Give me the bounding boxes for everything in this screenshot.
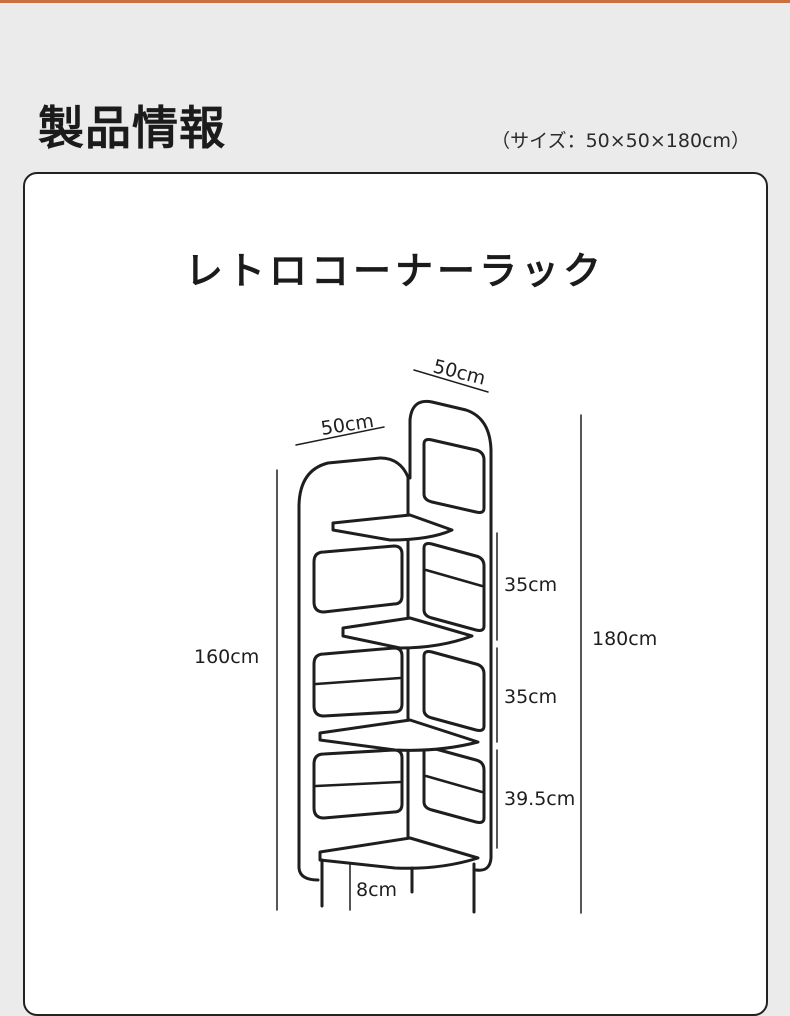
dim-label-leg: 8cm <box>356 879 397 901</box>
left-panel-rail-1 <box>314 676 402 686</box>
left-panel-window-2 <box>312 646 404 718</box>
size-note: （サイズ：50×50×180cm） <box>491 130 750 152</box>
left-panel-outline <box>297 456 410 882</box>
right-panel-outline <box>408 399 493 872</box>
product-name: レトロコーナーラック <box>184 249 605 293</box>
corner-rack-diagram: 50cm 50cm 160cm 180cm 35cm 35cm 39.5cm 8… <box>194 356 657 914</box>
dim-line-top-left <box>295 426 385 446</box>
left-panel-window-1 <box>312 544 404 614</box>
dim-label-gap-1: 35cm <box>504 574 557 596</box>
left-panel-rail-2 <box>314 780 402 788</box>
shelf-1 <box>331 513 454 542</box>
dim-label-top-right: 50cm <box>431 356 488 390</box>
product-card <box>23 172 768 1016</box>
right-panel-window-3 <box>422 650 486 732</box>
shelf-3 <box>318 718 480 752</box>
section-title: 製品情報 <box>38 101 226 155</box>
dim-label-gap-3: 39.5cm <box>504 788 575 810</box>
dim-label-top-left: 50cm <box>319 410 375 440</box>
left-panel-window-3 <box>312 748 404 820</box>
right-panel-window-1 <box>422 438 486 514</box>
dim-line-top-right <box>413 369 489 393</box>
dim-label-gap-2: 35cm <box>504 686 557 708</box>
dim-label-total-height: 180cm <box>592 628 657 650</box>
top-accent-rule <box>0 0 790 3</box>
dim-label-left-height: 160cm <box>194 646 259 668</box>
right-panel-rail-2 <box>424 774 484 794</box>
right-panel-rail-1 <box>424 568 484 588</box>
shelf-4 <box>318 836 480 870</box>
right-panel-window-2 <box>422 542 486 632</box>
shelf-2 <box>341 616 474 650</box>
